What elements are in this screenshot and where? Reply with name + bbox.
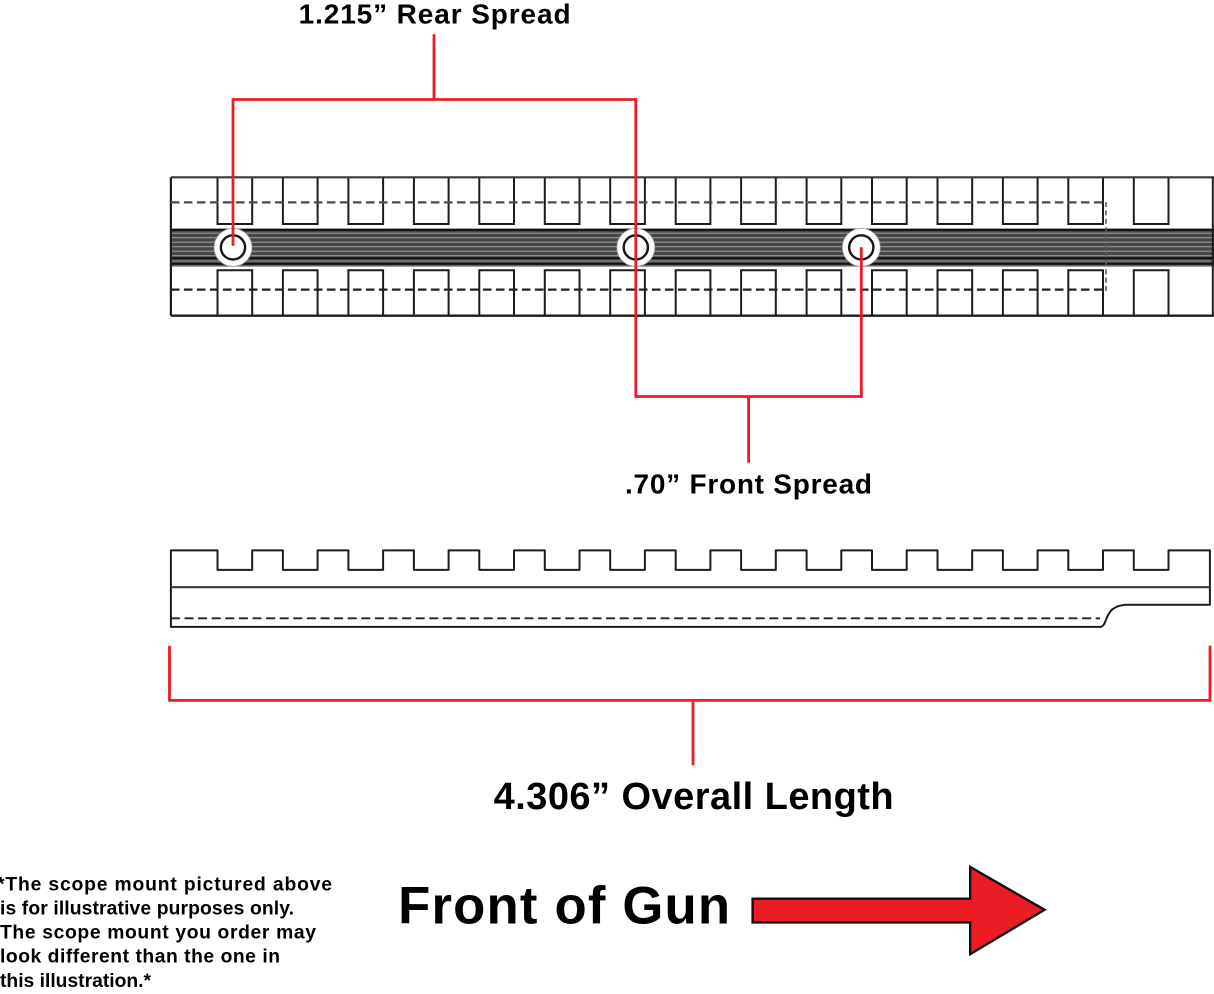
svg-text:is for illustrative purposes o: is for illustrative purposes only. [0, 899, 294, 920]
svg-text:The scope mount you order may: The scope mount you order may [0, 923, 316, 944]
svg-text:*The scope mount pictured abov: *The scope mount pictured above [0, 874, 332, 895]
svg-text:1.215” Rear Spread: 1.215” Rear Spread [299, 0, 571, 29]
svg-text:this illustration.*: this illustration.* [0, 971, 151, 992]
svg-text:4.306” Overall Length: 4.306” Overall Length [494, 776, 894, 818]
svg-text:Front of Gun: Front of Gun [398, 877, 730, 936]
svg-text:look different than the one in: look different than the one in [0, 947, 280, 968]
svg-text:.70” Front Spread: .70” Front Spread [625, 469, 872, 500]
